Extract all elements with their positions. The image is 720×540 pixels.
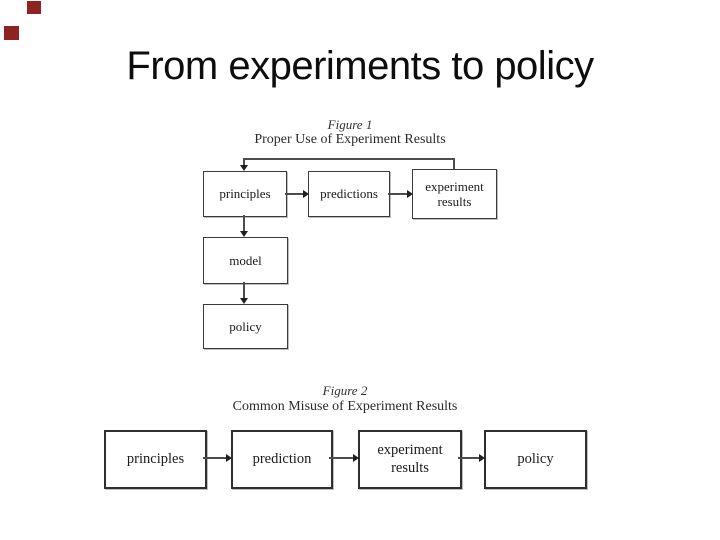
- node-label: principles: [219, 186, 271, 201]
- figure-2-caption: Common Misuse of Experiment Results: [232, 399, 458, 414]
- figure-1-caption: Proper Use of Experiment Results: [254, 132, 446, 147]
- arrow-predictions-to-experiment-results: [388, 190, 413, 197]
- node-label: prediction: [252, 451, 312, 467]
- node-label: model: [229, 252, 262, 268]
- node-model: model: [203, 237, 288, 284]
- node-policy: policy: [203, 304, 288, 349]
- node-label: predictions: [320, 186, 378, 201]
- arrow-model-to-policy: [240, 282, 247, 304]
- node-label: policy: [517, 451, 554, 467]
- node-predictions: predictions: [308, 171, 390, 217]
- arrow-prediction-to-experiment-results: [329, 454, 359, 461]
- node-prediction: prediction: [231, 430, 333, 489]
- feedback-arrow-into-principles: [240, 158, 247, 171]
- figure-2-common-misuse-diagram: Figure 2 Common Misuse of Experiment Res…: [100, 383, 590, 490]
- node-label: policy: [229, 318, 262, 334]
- arrow-principles-to-model: [240, 215, 247, 237]
- node-principles: principles: [104, 430, 207, 489]
- figure-1-proper-use-diagram: Figure 1 Proper Use of Experiment Result…: [200, 113, 500, 353]
- accent-square-decoration: [4, 26, 19, 40]
- node-label: principles: [126, 451, 185, 467]
- arrow-experiment-results-to-policy: [458, 454, 485, 461]
- node-policy: policy: [484, 430, 587, 489]
- arrow-principles-to-prediction: [203, 454, 232, 461]
- arrow-principles-to-predictions: [285, 190, 309, 197]
- figure-1-label: Figure 1: [327, 117, 373, 132]
- feedback-line-from-experiment-results: [453, 158, 455, 169]
- slide-title: From experiments to policy: [126, 44, 594, 88]
- node-principles: principles: [203, 171, 287, 217]
- figure-2-label: Figure 2: [322, 383, 368, 398]
- accent-square-decoration: [27, 1, 41, 14]
- feedback-line-horizontal: [243, 158, 454, 160]
